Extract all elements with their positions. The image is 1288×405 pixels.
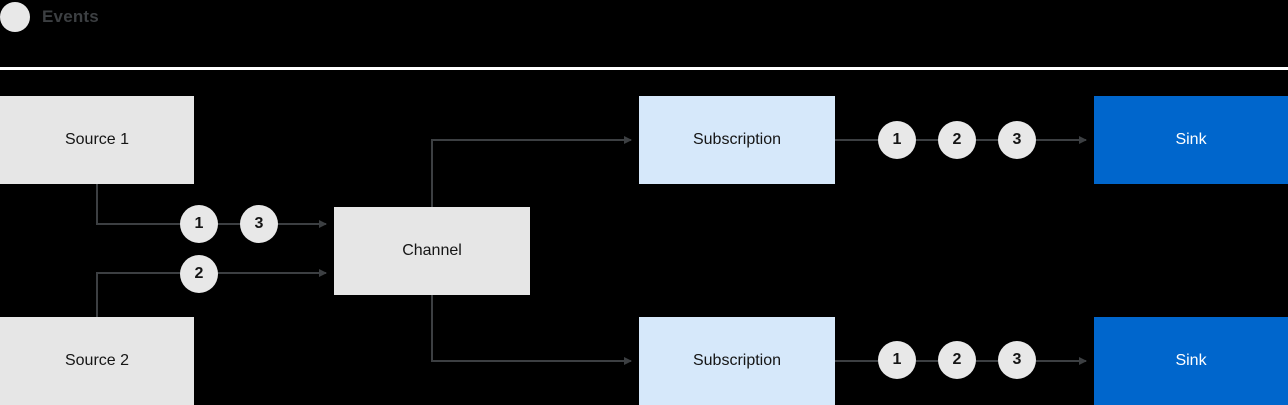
event-label: 1: [892, 351, 902, 368]
event-label: 1: [194, 215, 204, 232]
node-label: Source 1: [64, 131, 130, 148]
event-label: 3: [1012, 131, 1022, 148]
node-label: Subscription: [692, 352, 782, 369]
event-label: 3: [254, 215, 264, 232]
node-label: Source 2: [64, 352, 130, 369]
node-label: Subscription: [692, 131, 782, 148]
event-bubble: 2: [938, 121, 976, 159]
node-channel[interactable]: Channel: [334, 207, 530, 295]
node-source-1[interactable]: Source 1: [0, 96, 194, 184]
header-divider: [0, 67, 1288, 70]
event-bubble: 2: [938, 341, 976, 379]
event-bubble: 3: [998, 121, 1036, 159]
event-label: 2: [952, 351, 962, 368]
node-sink-2[interactable]: Sink: [1094, 317, 1288, 405]
event-bubble: 1: [180, 205, 218, 243]
event-bubble: 2: [180, 255, 218, 293]
event-label: 3: [1012, 351, 1022, 368]
event-bubble: 3: [998, 341, 1036, 379]
node-label: Sink: [1175, 352, 1207, 369]
legend: Events: [0, 2, 99, 32]
node-subscription-2[interactable]: Subscription: [639, 317, 835, 405]
event-label: 2: [194, 265, 204, 282]
event-label: 1: [892, 131, 902, 148]
event-bubble: 1: [878, 341, 916, 379]
node-label: Sink: [1175, 131, 1207, 148]
node-source-2[interactable]: Source 2: [0, 317, 194, 405]
event-dot-icon: [0, 2, 30, 32]
node-label: Channel: [402, 242, 462, 259]
node-subscription-1[interactable]: Subscription: [639, 96, 835, 184]
node-sink-1[interactable]: Sink: [1094, 96, 1288, 184]
event-bubble: 1: [878, 121, 916, 159]
legend-label: Events: [42, 7, 99, 26]
event-bubble: 3: [240, 205, 278, 243]
event-label: 2: [952, 131, 962, 148]
